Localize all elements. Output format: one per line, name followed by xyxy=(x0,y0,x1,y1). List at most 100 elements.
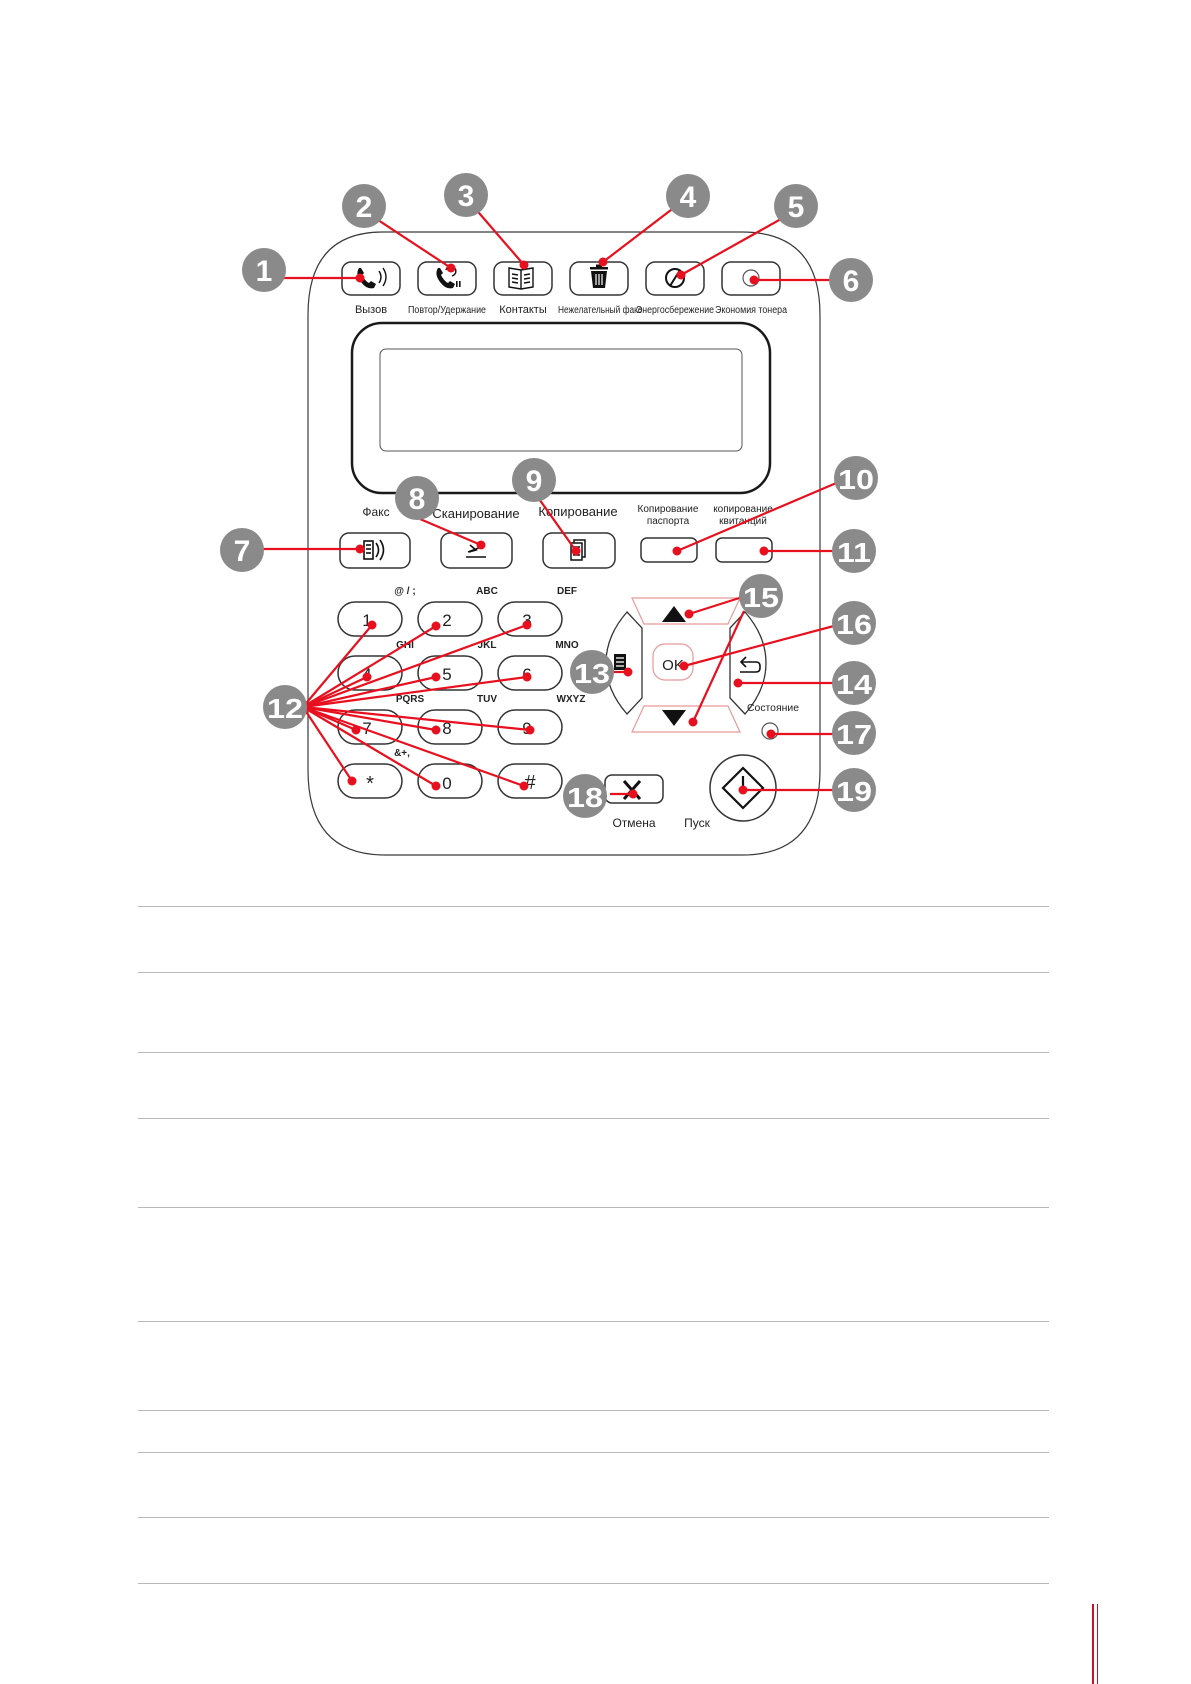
fax-button[interactable] xyxy=(339,532,411,569)
receipt-copy-label-line1: копирование xyxy=(713,504,773,515)
table-rule-4 xyxy=(138,1118,1049,1119)
callout-6: 6 xyxy=(829,258,873,302)
callout-16: 16 xyxy=(832,601,876,645)
key-star[interactable]: * xyxy=(337,763,403,799)
toner-save-label: Экономия тонера xyxy=(715,305,787,316)
contacts-label: Контакты xyxy=(499,304,547,316)
cancel-label: Отмена xyxy=(612,816,655,830)
svg-text:9: 9 xyxy=(526,465,543,498)
callout-14: 14 xyxy=(832,661,876,705)
svg-text:10: 10 xyxy=(838,464,874,495)
svg-text:6: 6 xyxy=(843,265,860,298)
id-copy-label-line2: паспорта xyxy=(647,516,690,527)
svg-text:13: 13 xyxy=(574,658,610,689)
key-6-letters: MNO xyxy=(555,640,579,651)
cancel-button[interactable] xyxy=(604,774,664,804)
svg-text:5: 5 xyxy=(442,665,451,684)
menu-icon xyxy=(614,654,626,670)
id-copy-button[interactable] xyxy=(640,537,698,563)
svg-text:18: 18 xyxy=(567,782,603,813)
redial-hold-label: Повтор/Удержание xyxy=(408,304,486,316)
svg-text:12: 12 xyxy=(267,693,303,724)
svg-text:0: 0 xyxy=(442,774,451,793)
scan-button[interactable] xyxy=(440,532,513,569)
table-rule-6 xyxy=(138,1321,1049,1322)
page-marker-bar xyxy=(1092,1604,1094,1684)
power-save-label: Энергосбережение xyxy=(636,304,714,316)
key-6[interactable]: 6 xyxy=(497,655,563,691)
receipt-copy-label-line2: квитанций xyxy=(719,516,767,527)
fax-label: Факс xyxy=(362,505,389,519)
key-8[interactable]: 8 xyxy=(417,709,483,745)
junk-fax-label: Нежелательный факс xyxy=(558,304,642,316)
svg-text:2: 2 xyxy=(442,611,451,630)
svg-text:5: 5 xyxy=(788,191,805,224)
svg-text:1: 1 xyxy=(256,255,273,288)
key-2-letters: ABC xyxy=(476,586,498,597)
copy-label: Копирование xyxy=(538,504,617,519)
callout-7: 7 xyxy=(220,528,264,572)
callout-1: 1 xyxy=(242,248,286,292)
callout-5: 5 xyxy=(774,184,818,228)
back-button[interactable] xyxy=(729,611,767,715)
redial-hold-button[interactable] xyxy=(417,261,477,296)
scan-label: Сканирование xyxy=(432,506,519,521)
callout-8: 8 xyxy=(395,476,439,520)
callout-15: 15 xyxy=(739,574,783,618)
leader-dots xyxy=(347,257,776,799)
table-rule-10 xyxy=(138,1583,1049,1584)
key-1[interactable]: 1 xyxy=(337,601,403,637)
callout-19: 19 xyxy=(832,768,876,812)
svg-text:8: 8 xyxy=(442,719,451,738)
table-rule-5 xyxy=(138,1207,1049,1208)
svg-text:2: 2 xyxy=(356,191,373,224)
status-label: Состояние xyxy=(747,703,799,714)
key-3-letters: DEF xyxy=(557,586,577,597)
svg-text:14: 14 xyxy=(836,669,872,700)
callout-12: 12 xyxy=(263,685,307,729)
svg-text:17: 17 xyxy=(836,719,872,750)
svg-text:*: * xyxy=(366,773,374,795)
callout-3: 3 xyxy=(444,173,488,217)
start-label: Пуск xyxy=(684,816,710,830)
table-rule-9 xyxy=(138,1517,1049,1518)
table-rule-3 xyxy=(138,1052,1049,1053)
control-panel-diagram: Вызов Повтор/Удержание Контакты Нежел xyxy=(220,173,878,856)
svg-text:19: 19 xyxy=(836,776,872,807)
svg-text:3: 3 xyxy=(458,180,475,213)
key-1-letters: @ / ; xyxy=(394,586,415,597)
callout-9: 9 xyxy=(512,458,556,502)
start-diamond-icon xyxy=(721,766,765,810)
svg-text:1: 1 xyxy=(362,611,371,630)
lcd-display-screen xyxy=(379,348,743,452)
key-5-letters: JKL xyxy=(478,640,497,651)
key-9-letters: WXYZ xyxy=(557,694,586,705)
svg-text:15: 15 xyxy=(743,582,779,613)
table-rule-1 xyxy=(138,906,1049,907)
callout-13: 13 xyxy=(570,650,614,694)
callout-17: 17 xyxy=(832,711,876,755)
down-arrow-icon xyxy=(662,710,686,726)
junk-fax-button[interactable] xyxy=(569,261,629,296)
page-marker-bar-thin xyxy=(1097,1604,1098,1684)
ok-button[interactable]: OK xyxy=(652,643,694,681)
svg-text:11: 11 xyxy=(837,537,871,568)
key-3[interactable]: 3 xyxy=(497,601,563,637)
nav-down-button[interactable] xyxy=(631,705,741,733)
key-0-letters: &+, xyxy=(394,748,410,759)
trash-icon xyxy=(590,264,608,288)
svg-text:7: 7 xyxy=(362,719,371,738)
table-rule-8 xyxy=(138,1452,1049,1453)
back-arrow-icon xyxy=(739,656,761,673)
leader-lines xyxy=(251,198,849,796)
key-8-letters: TUV xyxy=(477,694,497,705)
contacts-button[interactable] xyxy=(493,261,553,296)
call-button[interactable] xyxy=(341,261,401,296)
callout-4: 4 xyxy=(666,174,710,218)
book-icon xyxy=(508,267,534,290)
svg-text:8: 8 xyxy=(409,483,426,516)
callout-10: 10 xyxy=(834,456,878,500)
id-copy-label-line1: Копирование xyxy=(638,504,699,515)
callout-11: 11 xyxy=(832,529,876,573)
key-5[interactable]: 5 xyxy=(417,655,483,691)
